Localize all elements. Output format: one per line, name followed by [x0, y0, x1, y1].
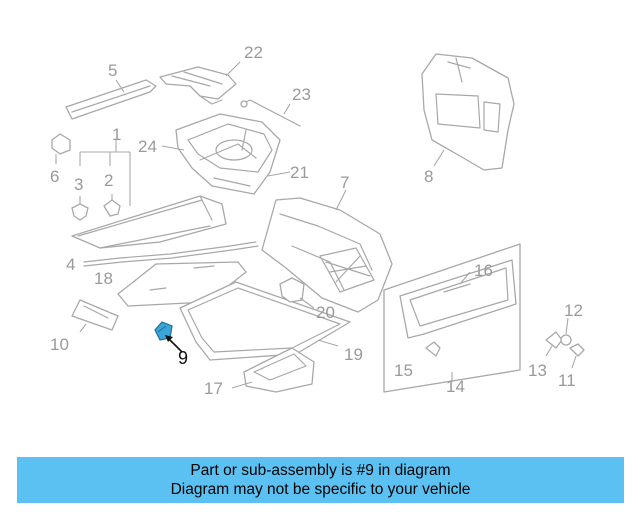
banner-line-1: Part or sub-assembly is #9 in diagram — [190, 462, 451, 479]
info-banner: Part or sub-assembly is #9 in diagram Di… — [17, 457, 624, 503]
callout-7: 7 — [340, 173, 349, 192]
part-4-seal-strip — [83, 241, 259, 267]
part-16-sill-trim — [399, 259, 517, 339]
callout-14: 14 — [446, 377, 465, 396]
part-21-spare-tire-tub — [175, 113, 281, 195]
callout-11: 11 — [558, 371, 576, 390]
callout-9: 9 — [178, 348, 188, 368]
callout-8: 8 — [424, 167, 433, 186]
part-6-clip — [51, 133, 71, 155]
part-13-fastener — [545, 331, 563, 349]
part-9-highlighted-clip — [154, 321, 173, 341]
part-22-jack — [159, 66, 237, 105]
callout-12: 12 — [564, 301, 583, 320]
part-12-fastener — [560, 334, 572, 346]
callout-6: 6 — [50, 167, 59, 186]
part-10-trim-piece — [71, 299, 119, 331]
part-17-storage-tray — [243, 347, 315, 393]
part-5-trim-panel — [65, 79, 157, 120]
part-15-clip — [425, 341, 441, 357]
callout-5: 5 — [108, 61, 117, 80]
part-8-quarter-panel — [421, 53, 515, 171]
callout-15: 15 — [394, 361, 413, 380]
callout-22: 22 — [244, 43, 263, 62]
banner-line-2: Diagram may not be specific to your vehi… — [170, 481, 471, 498]
part-7-quarter-trim — [261, 197, 393, 313]
callout-17: 17 — [204, 379, 223, 398]
part-11-fastener — [569, 343, 585, 357]
callout-19: 19 — [344, 345, 363, 364]
callout-10: 10 — [50, 335, 69, 354]
callout-13: 13 — [528, 361, 547, 380]
part-1-package-tray — [71, 195, 227, 249]
callout-23: 23 — [292, 85, 311, 104]
callout-24: 24 — [138, 137, 157, 156]
callout-18: 18 — [94, 269, 113, 288]
callout-3: 3 — [74, 175, 83, 194]
part-9-leader-arrow — [165, 335, 183, 353]
part-2-clip — [103, 194, 121, 217]
callout-2: 2 — [104, 171, 113, 190]
parts-diagram: 5 22 23 1 24 21 7 8 6 3 2 4 18 16 20 12 … — [50, 43, 585, 398]
part-23-jack-handle — [240, 99, 301, 127]
callout-16: 16 — [474, 261, 493, 280]
callout-20: 20 — [316, 303, 335, 322]
callout-21: 21 — [290, 163, 309, 182]
callout-4: 4 — [66, 255, 75, 274]
callout-1: 1 — [112, 125, 121, 144]
part-3-push-clip — [71, 196, 89, 221]
part-1-bracket — [79, 140, 131, 206]
